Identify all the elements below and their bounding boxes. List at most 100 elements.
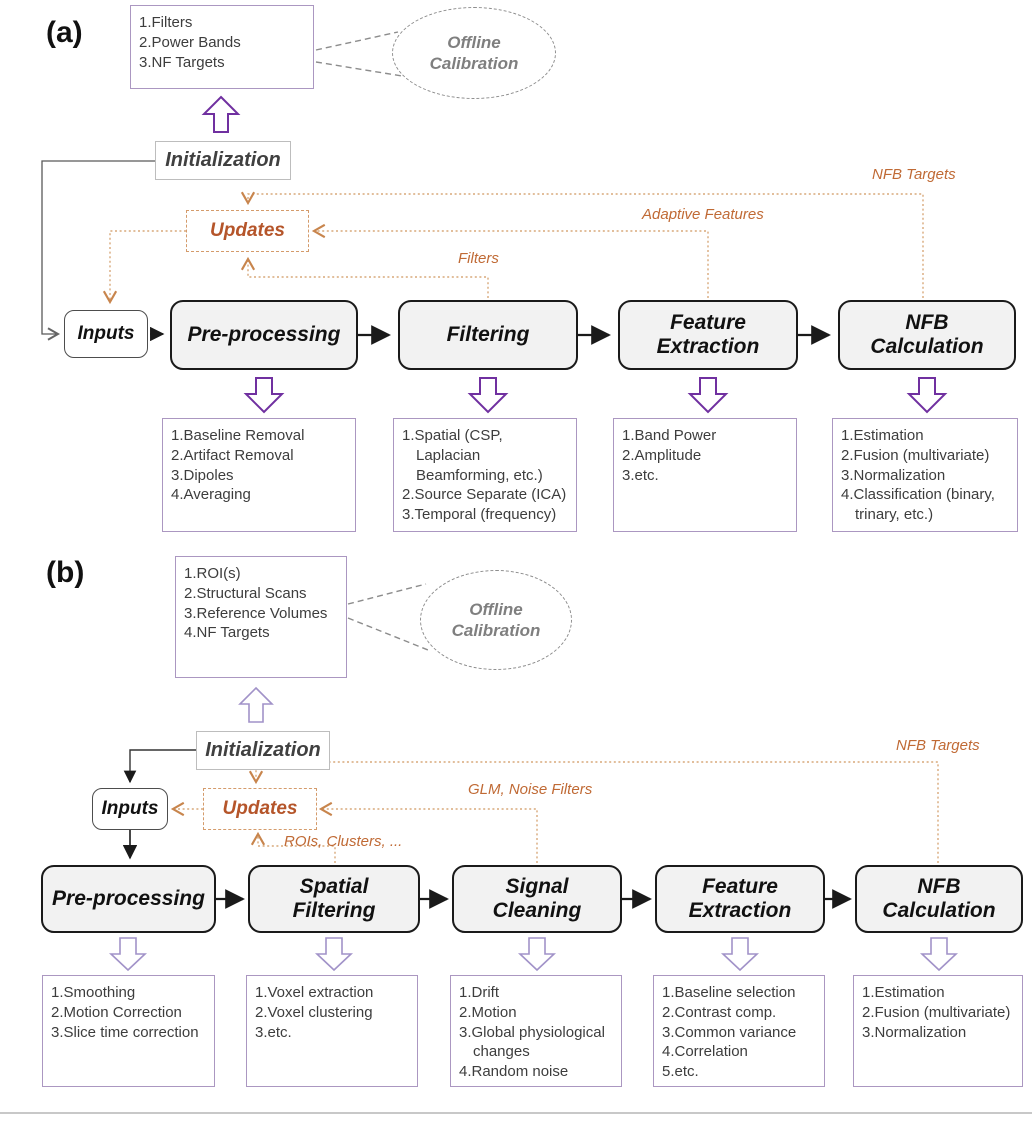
list-item: 4.Correlation: [662, 1043, 748, 1061]
list-item: 2.Structural Scans: [184, 584, 307, 602]
down-block-arrow: [108, 937, 148, 972]
stage-label: NFB Calculation: [870, 310, 984, 358]
list-item: 2.Fusion (multivariate): [862, 1003, 1011, 1021]
updates-to-inputs: [102, 230, 186, 305]
up-block-arrow: [201, 95, 241, 133]
panel-b-glm-noise-filters-label: GLM, Noise Filters: [468, 781, 593, 798]
panel-a-nfb-calculation-items: 1.Estimation 2.Fusion (multivariate) 3.Nor…: [832, 418, 1018, 532]
nfb-targets-line: [248, 761, 939, 863]
list-item: 1.Estimation: [862, 984, 945, 1001]
list-item: 2.Artifact Removal: [171, 446, 294, 464]
list-item: 1.Baseline Removal: [171, 427, 305, 444]
callout-tail: [347, 617, 429, 651]
panel-b-tag: (b): [46, 556, 85, 589]
list-item: 1.Smoothing: [51, 984, 136, 1001]
panel-b-stage-signal-cleaning: Signal Cleaning: [452, 865, 622, 933]
list-item: 4.NF Targets: [184, 624, 270, 642]
init-to-inputs-line: [41, 160, 155, 341]
list-item: 3.Dipoles: [171, 466, 234, 484]
list-item: 2.Contrast comp.: [662, 1003, 777, 1021]
panel-a-initialization-box: Initialization: [155, 141, 291, 180]
callout-tail: [315, 61, 403, 77]
list-item: 3.Common variance: [662, 1023, 797, 1041]
panel-a-tag: (a): [46, 16, 83, 49]
down-block-arrow: [687, 377, 729, 414]
panel-b-inputs-box: Inputs: [92, 788, 168, 830]
panel-b-rois-clusters-label: ROIs, Clusters, ...: [284, 833, 403, 850]
list-item: 3.NF Targets: [139, 53, 225, 71]
glm-noise-filters-line: [318, 801, 538, 863]
adaptive-features-line: [311, 223, 709, 298]
list-item: 3.etc.: [622, 466, 659, 484]
list-item: 1.Estimation: [841, 427, 924, 444]
stage-label: Filtering: [446, 322, 530, 346]
down-block-arrow: [720, 937, 760, 972]
list-item: 4.Averaging: [171, 486, 251, 504]
panel-a-offline-calibration-callout: Offline Calibration: [392, 7, 556, 99]
list-item: 1.Voxel extraction: [255, 984, 374, 1001]
panel-b-offline-calibration-callout: Offline Calibration: [420, 570, 572, 670]
stage-label: Pre-processing: [52, 886, 205, 910]
list-item: 2.Motion Correction: [51, 1003, 182, 1021]
list-item: 3.Normalization: [862, 1023, 967, 1041]
panel-b-feature-extraction-items: 1.Baseline selection 2.Contrast comp. 3.Co…: [653, 975, 825, 1087]
list-item: 2.Motion: [459, 1003, 517, 1021]
panel-b-spatial-filtering-items: 1.Voxel extraction 2.Voxel clustering 3.et…: [246, 975, 418, 1087]
list-item: 1.Drift: [459, 984, 500, 1001]
list-item: 3.Temporal (frequency): [402, 506, 557, 524]
panel-a-filters-label: Filters: [458, 250, 499, 267]
stage-label: Feature Extraction: [656, 310, 760, 358]
list-item: 3.etc.: [255, 1023, 292, 1041]
list-item: 4.Classification (binary, trinary, etc.): [841, 486, 995, 524]
list-item: 2.Fusion (multivariate): [841, 446, 990, 464]
list-item: 3.Reference Volumes: [184, 604, 328, 622]
panel-a-filtering-items: 1.Spatial (CSP, Laplacian Beamforming, e…: [393, 418, 577, 532]
nfb-targets-line: [240, 191, 924, 298]
down-block-arrow: [314, 937, 354, 972]
list-item: 5.etc.: [662, 1063, 699, 1081]
panel-a-preprocessing-items: 1.Baseline Removal 2.Artifact Removal 3.Di…: [162, 418, 356, 532]
stage-label: NFB Calculation: [882, 874, 996, 922]
panel-b-initialization-box: Initialization: [196, 731, 330, 770]
callout-tail: [347, 583, 427, 605]
stage-label: Spatial Filtering: [292, 874, 376, 922]
list-item: 3.Normalization: [841, 466, 946, 484]
list-item: 1.Baseline selection: [662, 984, 796, 1001]
down-block-arrow: [517, 937, 557, 972]
panel-a-calibration-box: 1.Filters 2.Power Bands 3.NF Targets: [130, 5, 314, 89]
panel-b-nfb-targets-label: NFB Targets: [896, 737, 980, 754]
list-item: 2.Voxel clustering: [255, 1003, 373, 1021]
list-item: 1.Band Power: [622, 427, 717, 444]
down-block-arrow: [243, 377, 285, 414]
panel-b-stage-nfb-calculation: NFB Calculation: [855, 865, 1023, 933]
panel-a-stage-nfb-calculation: NFB Calculation: [838, 300, 1016, 370]
callout-tail: [315, 31, 399, 51]
bottom-divider: [0, 1112, 1032, 1114]
panel-a-stage-filtering: Filtering: [398, 300, 578, 370]
panel-b-stage-preprocessing: Pre-processing: [41, 865, 216, 933]
list-item: 3.Global physiological changes: [459, 1023, 605, 1061]
panel-b-stage-feature-extraction: Feature Extraction: [655, 865, 825, 933]
list-item: 1.Spatial (CSP, Laplacian Beamforming, e…: [402, 427, 543, 484]
list-item: 1.Filters: [139, 14, 193, 31]
panel-b-stage-spatial-filtering: Spatial Filtering: [248, 865, 420, 933]
init-to-inputs-line: [123, 749, 196, 784]
list-item: 2.Power Bands: [139, 33, 241, 51]
panel-b-nfb-calculation-items: 1.Estimation 2.Fusion (multivariate) 3.Nor…: [853, 975, 1023, 1087]
panel-b-calibration-box: 1.ROI(s) 2.Structural Scans 3.Reference Vo…: [175, 556, 347, 678]
panel-a-stage-preprocessing: Pre-processing: [170, 300, 358, 370]
filters-line: [240, 256, 489, 298]
stage-label: Feature Extraction: [688, 874, 792, 922]
panel-a-updates-box: Updates: [186, 210, 309, 252]
list-item: 1.ROI(s): [184, 565, 241, 582]
list-item: 2.Amplitude: [622, 446, 702, 464]
panel-a-stage-feature-extraction: Feature Extraction: [618, 300, 798, 370]
up-block-arrow: [238, 686, 274, 723]
panel-a-nfb-targets-label: NFB Targets: [872, 166, 956, 183]
down-block-arrow: [906, 377, 948, 414]
panel-a-inputs-box: Inputs: [64, 310, 148, 358]
rois-clusters-line: [250, 831, 336, 863]
